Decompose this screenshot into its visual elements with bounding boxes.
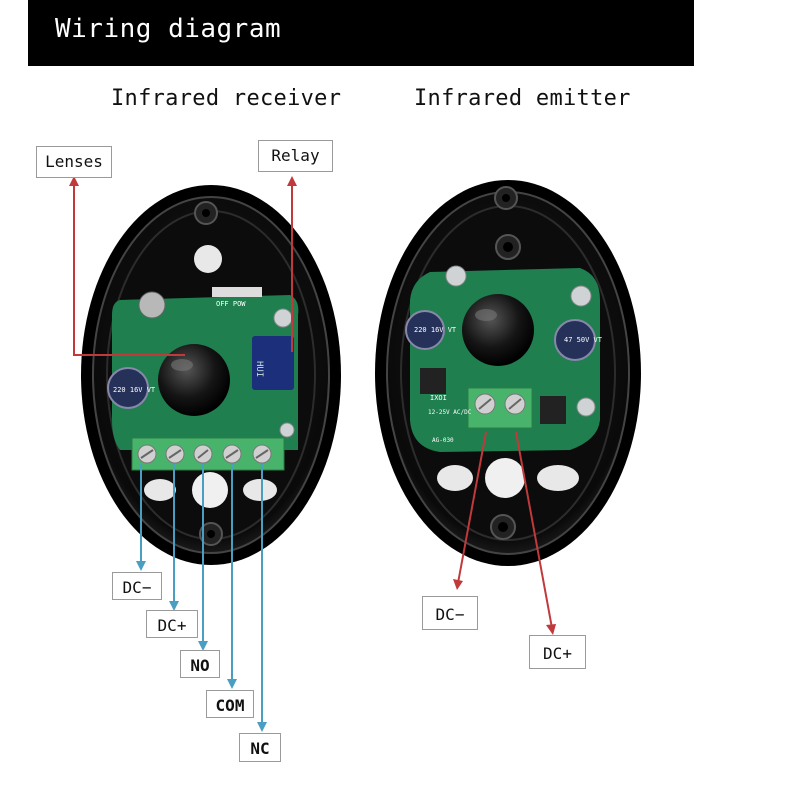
receiver-pcb-cap-label: 220 16V VT xyxy=(113,386,156,394)
receiver-wire-dc-minus xyxy=(136,464,146,571)
header-banner: Wiring diagram xyxy=(28,0,694,66)
receiver-pcb xyxy=(107,287,299,450)
emitter-wire-dc-minus xyxy=(453,431,487,590)
receiver-wire-com xyxy=(227,464,237,689)
receiver-terminal-nc: NC xyxy=(239,733,281,762)
emitter-pcb-cap-right-label: 47 50V VT xyxy=(564,336,603,344)
receiver-wire-nc xyxy=(257,464,267,732)
receiver-terminal-dc-minus: DC− xyxy=(112,572,162,600)
receiver-title: Infrared receiver xyxy=(111,86,342,111)
emitter-pcb-voltage-label: 12-25V AC/DC xyxy=(428,409,472,416)
receiver-wire-no xyxy=(198,464,208,651)
emitter-title: Infrared emitter xyxy=(414,86,631,111)
lenses-pointer xyxy=(69,176,185,356)
receiver-wire-dc-plus xyxy=(169,464,179,611)
receiver-terminal-block xyxy=(131,437,285,471)
emitter-pcb xyxy=(405,265,600,452)
lenses-label: Lenses xyxy=(36,146,112,178)
emitter-terminal-dc-minus: DC− xyxy=(422,596,478,630)
emitter-wire-dc-plus xyxy=(515,431,556,635)
emitter-terminal-dc-plus: DC+ xyxy=(529,635,586,669)
receiver-terminal-com: COM xyxy=(206,690,254,718)
emitter-pcb-board-label: IXOI xyxy=(430,394,447,402)
relay-pointer xyxy=(287,176,297,352)
relay-label: Relay xyxy=(258,140,333,172)
page-title: Wiring diagram xyxy=(55,14,282,44)
receiver-pcb-switch-label: OFF POW xyxy=(216,300,246,308)
emitter-pcb-cap-left-label: 220 16V VT xyxy=(414,326,457,334)
receiver-terminal-no: NO xyxy=(180,650,220,678)
receiver-terminal-dc-plus: DC+ xyxy=(146,610,198,638)
emitter-terminal-block xyxy=(467,387,533,429)
receiver-pcb-relay-label: HUI xyxy=(254,361,264,377)
emitter-pcb-model-label: AG-030 xyxy=(432,437,454,444)
